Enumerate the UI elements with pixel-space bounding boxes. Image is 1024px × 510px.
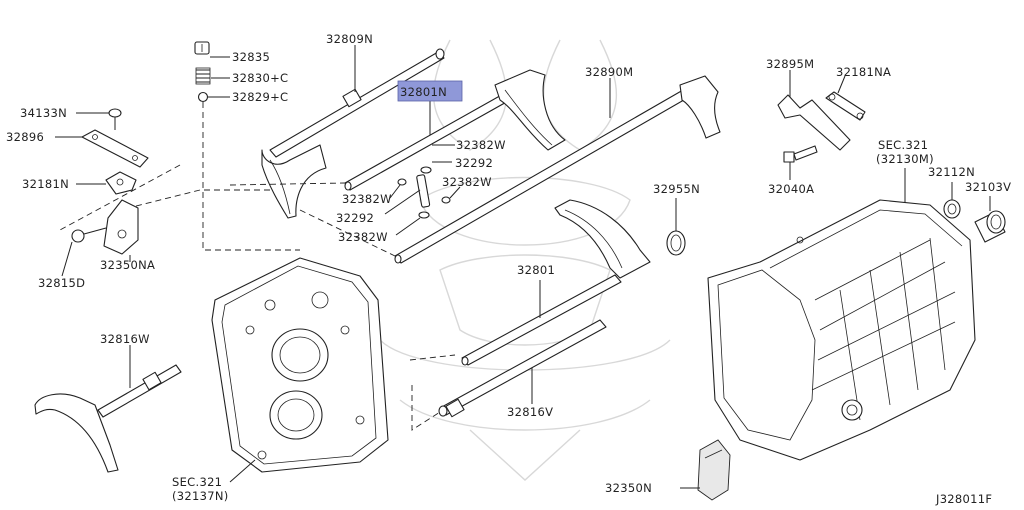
bracket-32350na <box>103 199 139 262</box>
label-32292-b: 32292 <box>336 211 374 225</box>
leader-dashed-5 <box>299 209 396 257</box>
bearing-32112n <box>943 182 961 219</box>
label-32801n: 32801N <box>400 85 447 99</box>
label-32896: 32896 <box>6 130 44 144</box>
label-32815d: 32815D <box>38 276 85 290</box>
ball-32829c <box>197 91 230 103</box>
bolt-32040a <box>783 145 818 180</box>
label-32830c: 32830+C <box>232 71 288 85</box>
bolt-32815d <box>61 227 107 277</box>
label-32835: 32835 <box>232 50 270 64</box>
label-32829c: 32829+C <box>232 90 288 104</box>
leader-dashed-6 <box>409 354 456 361</box>
labels: 32835 32830+C 32829+C 32809N 32801N 3289… <box>6 32 1011 506</box>
bracket-32181n <box>76 171 137 195</box>
label-32816w: 32816W <box>100 332 150 346</box>
bushing-32103v <box>974 196 1006 243</box>
label-32382w-b: 32382W <box>342 192 392 206</box>
transmission-case-right <box>707 168 976 461</box>
label-32890m: 32890M <box>585 65 633 79</box>
leader-dashed-2 <box>119 189 290 211</box>
shift-fork-32816w <box>34 393 119 473</box>
footer-code: J328011F <box>935 492 992 506</box>
shift-rod-32809n <box>269 45 445 158</box>
rod-32816v <box>438 319 607 418</box>
shift-fork-center <box>494 69 566 151</box>
shift-rod-32890m <box>394 78 697 264</box>
plate-32896 <box>55 129 149 168</box>
shift-fork-left <box>261 144 327 219</box>
label-32382w-d: 32382W <box>338 230 388 244</box>
label-32040a: 32040A <box>768 182 814 196</box>
label-sec321-a-sub: (32130M) <box>876 152 934 166</box>
rod-32801 <box>461 274 622 366</box>
label-32382w-a: 32382W <box>456 138 506 152</box>
label-32181n: 32181N <box>22 177 69 191</box>
label-sec321-b-sub: (32137N) <box>172 489 229 503</box>
shift-fork-lower <box>554 199 651 279</box>
leader-dashed-1 <box>202 102 300 251</box>
leader-dashed-4 <box>229 182 346 186</box>
label-32181na: 32181NA <box>836 65 891 79</box>
spring-32830c <box>195 67 230 85</box>
label-32350na: 32350NA <box>100 258 155 272</box>
label-32801: 32801 <box>517 263 555 277</box>
transmission-case-left <box>211 257 389 483</box>
label-sec321-a: SEC.321 <box>878 138 928 152</box>
shift-rod-32816w <box>97 345 182 418</box>
label-32292-a: 32292 <box>455 156 493 170</box>
label-32895m: 32895M <box>766 57 814 71</box>
bracket-32181na <box>825 75 866 121</box>
leader-dashed-7 <box>411 385 441 431</box>
bolt-32835 <box>194 41 230 58</box>
bracket-32350n <box>680 439 731 501</box>
label-32382w-c: 32382W <box>442 175 492 189</box>
label-32112n: 32112N <box>928 165 975 179</box>
seal-ring-32955n <box>666 198 686 256</box>
label-sec321-b: SEC.321 <box>172 475 222 489</box>
shift-fork-right <box>679 75 721 139</box>
leader-dashed-3 <box>59 164 181 231</box>
label-32955n: 32955N <box>653 182 700 196</box>
label-32350n: 32350N <box>605 481 652 495</box>
plate-32895m <box>777 70 851 151</box>
label-32809n: 32809N <box>326 32 373 46</box>
bolt-34133n <box>76 108 122 130</box>
label-32103v: 32103V <box>965 180 1011 194</box>
label-34133n: 34133N <box>20 106 67 120</box>
label-32816v: 32816V <box>507 405 553 419</box>
highlight-32801n <box>397 80 463 102</box>
interlock-parts <box>384 144 461 236</box>
